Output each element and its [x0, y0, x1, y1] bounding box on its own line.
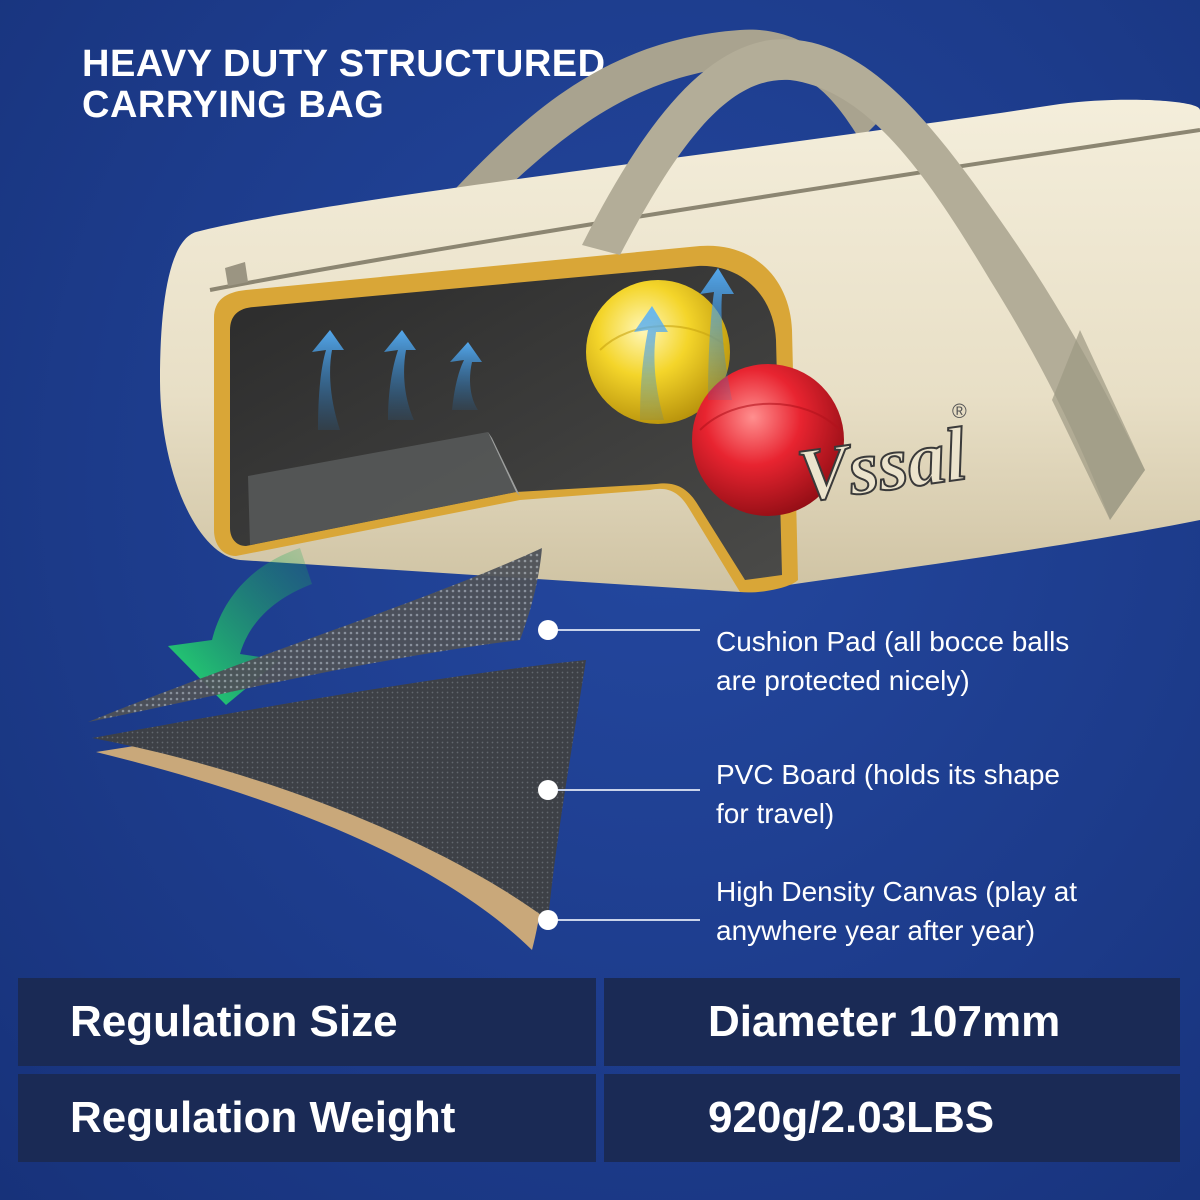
callout-dot-cushion [538, 620, 558, 640]
callout-cushion-pad: Cushion Pad (all bocce balls are protect… [716, 622, 1186, 700]
headline-line-1: HEAVY DUTY STRUCTURED [82, 43, 606, 85]
spec-table: Regulation Size Diameter 107mm Regulatio… [18, 978, 1180, 1170]
yellow-ball [586, 280, 730, 424]
callout-cushion-line-2: are protected nicely) [716, 665, 970, 696]
spec-label-size: Regulation Size [18, 978, 596, 1066]
callout-cushion-line-1: Cushion Pad (all bocce balls [716, 626, 1070, 657]
callout-canvas: High Density Canvas (play at anywhere ye… [716, 872, 1186, 950]
spec-row-size: Regulation Size Diameter 107mm [18, 978, 1180, 1066]
headline: HEAVY DUTY STRUCTURED CARRYING BAG [82, 44, 606, 126]
callout-pvc-line-2: for travel) [716, 798, 835, 829]
headline-line-2: CARRYING BAG [82, 84, 385, 126]
spec-row-weight: Regulation Weight 920g/2.03LBS [18, 1074, 1180, 1162]
callout-canvas-line-1: High Density Canvas (play at [716, 876, 1078, 907]
callout-lines [548, 629, 700, 921]
callout-canvas-line-2: anywhere year after year) [716, 915, 1036, 946]
callout-pvc-line-1: PVC Board (holds its shape [716, 759, 1060, 790]
strap-front [582, 39, 1145, 521]
green-arrow [168, 548, 312, 705]
airflow-arrows [312, 268, 734, 430]
registered-mark: ® [952, 401, 967, 423]
spec-value-weight: 920g/2.03LBS [604, 1074, 1180, 1162]
material-layers [88, 548, 586, 950]
cushion-layer [88, 548, 542, 722]
pvc-layer [92, 660, 586, 920]
spec-label-weight: Regulation Weight [18, 1074, 596, 1162]
zipper-pull [225, 262, 248, 286]
spec-value-size: Diameter 107mm [604, 978, 1180, 1066]
divider-panel [248, 432, 516, 545]
callout-dot-pvc [538, 780, 558, 800]
callout-pvc-board: PVC Board (holds its shape for travel) [716, 755, 1186, 833]
red-ball [692, 364, 844, 516]
callout-dot-canvas [538, 910, 558, 930]
